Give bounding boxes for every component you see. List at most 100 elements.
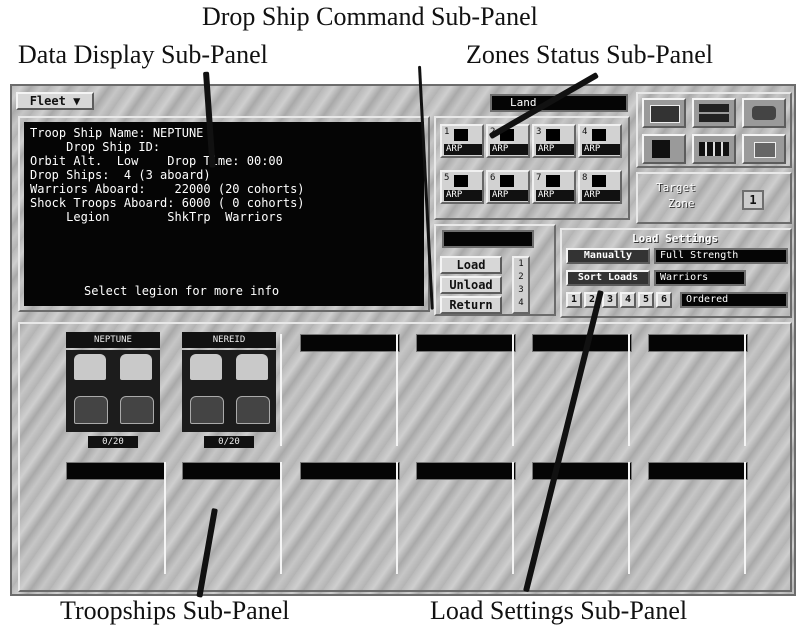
load-num-button-6[interactable]: 6 xyxy=(656,292,672,308)
target-label-line1: Target xyxy=(656,181,696,194)
troopship-slot-header[interactable] xyxy=(648,334,748,352)
settings-view-icon[interactable] xyxy=(742,134,786,164)
zone-num: 6 xyxy=(490,173,496,183)
zone-num: 1 xyxy=(444,127,450,137)
map-view-icon[interactable] xyxy=(642,98,686,128)
zone-num: 3 xyxy=(536,127,542,137)
load-num-button-4[interactable]: 4 xyxy=(620,292,636,308)
drop-ship-number[interactable]: 2 xyxy=(518,272,524,282)
zone-abbr: ARP xyxy=(490,144,528,155)
zone-num: 5 xyxy=(444,173,450,183)
load-num-button-3[interactable]: 3 xyxy=(602,292,618,308)
fleet-view-icon[interactable] xyxy=(692,98,736,128)
zone-num: 7 xyxy=(536,173,542,183)
slot-divider xyxy=(744,462,746,574)
slot-divider xyxy=(164,462,166,574)
troopship-slot-header[interactable] xyxy=(532,462,632,480)
fleet-menu-label: Fleet xyxy=(29,94,66,108)
troop-icon xyxy=(236,354,268,380)
dd-line-ship-name: Troop Ship Name: NEPTUNE xyxy=(30,126,204,140)
planet-view-icon[interactable] xyxy=(642,134,686,164)
caption-drop-ship-command: Drop Ship Command Sub-Panel xyxy=(202,2,538,31)
zone-status-icon xyxy=(592,175,606,187)
sort-setting-field[interactable]: Warriors xyxy=(654,270,746,286)
slot-divider xyxy=(628,462,630,574)
troopship-slot-header[interactable] xyxy=(416,334,516,352)
slot-divider xyxy=(396,334,398,446)
troopship-title: NEPTUNE xyxy=(66,332,160,348)
troopship-slot-header[interactable] xyxy=(182,462,282,480)
troopship-card[interactable]: NEREID 0/20 xyxy=(182,332,276,450)
caption-troopships: Troopships Sub-Panel xyxy=(60,596,290,625)
zone-abbr: ARP xyxy=(536,144,574,155)
manually-button[interactable]: Manually xyxy=(566,248,650,264)
zone-status-icon xyxy=(500,175,514,187)
troopships-panel: NEPTUNE 0/20 NEREID 0/20 xyxy=(18,322,792,592)
dd-line-drop-ship-id: Drop Ship ID: xyxy=(30,140,161,154)
zone-num: 4 xyxy=(582,127,588,137)
order-setting-field[interactable]: Ordered xyxy=(680,292,788,308)
troopship-title: NEREID xyxy=(182,332,276,348)
troop-icon xyxy=(190,354,222,380)
load-settings-panel: Load Settings Manually Full Strength Sor… xyxy=(560,228,792,318)
dd-line-drop-ships: Drop Ships: 4 (3 aboard) xyxy=(30,168,211,182)
drop-ship-icon xyxy=(120,396,154,424)
zone-abbr: ARP xyxy=(582,144,620,155)
game-screen: Fleet ▼ Land Troop Ship Name: NEPTUNE Dr… xyxy=(10,84,796,596)
load-num-button-5[interactable]: 5 xyxy=(638,292,654,308)
zone-abbr: ARP xyxy=(536,190,574,201)
troop-icon xyxy=(120,354,152,380)
dd-line-legion-header: Legion ShkTrp Warriors xyxy=(30,210,283,224)
sort-loads-button[interactable]: Sort Loads xyxy=(566,270,650,286)
slot-divider xyxy=(280,462,282,574)
troopship-slot-header[interactable] xyxy=(416,462,516,480)
load-num-button-1[interactable]: 1 xyxy=(566,292,582,308)
drop-ship-icon xyxy=(74,396,108,424)
troopship-slot-header[interactable] xyxy=(300,334,400,352)
target-zone-number: 1 xyxy=(749,193,757,207)
slot-divider xyxy=(744,334,746,446)
target-label-line2: Zone xyxy=(668,197,695,210)
zone-status-icon xyxy=(546,175,560,187)
order-setting-value: Ordered xyxy=(686,294,729,305)
troopship-footer: 0/20 xyxy=(204,436,254,448)
strength-setting-field[interactable]: Full Strength xyxy=(654,248,788,264)
troopship-slot-header[interactable] xyxy=(300,462,400,480)
menu-arrow-icon: ▼ xyxy=(73,94,81,108)
drop-ship-command-panel: Load Unload Return 1 2 3 4 xyxy=(434,224,556,316)
troopship-slot-header[interactable] xyxy=(66,462,166,480)
ship-view-icon[interactable] xyxy=(742,98,786,128)
dd-footer: Select legion for more info xyxy=(84,284,280,298)
top-indicator-label: Land xyxy=(510,96,537,109)
dd-line-warriors: Warriors Aboard: 22000 (20 cohorts) xyxy=(30,182,305,196)
troopship-card[interactable]: NEPTUNE 0/20 xyxy=(66,332,160,450)
grid-view-icon[interactable] xyxy=(692,134,736,164)
drop-ship-number[interactable]: 4 xyxy=(518,298,524,308)
zone-status-icon xyxy=(454,129,468,141)
return-button[interactable]: Return xyxy=(440,296,502,314)
dd-line-orbit: Orbit Alt. Low Drop Time: 00:00 xyxy=(30,154,283,168)
troopship-slot-header[interactable] xyxy=(648,462,748,480)
fleet-menu-button[interactable]: Fleet ▼ xyxy=(16,92,94,110)
zone-status-icon xyxy=(592,129,606,141)
drop-ship-number[interactable]: 3 xyxy=(518,285,524,295)
target-zone-value[interactable]: 1 xyxy=(742,190,764,210)
target-zone-panel: Target Zone 1 xyxy=(636,172,792,224)
drop-ship-number[interactable]: 1 xyxy=(518,259,524,269)
data-display-screen: Troop Ship Name: NEPTUNE Drop Ship ID: O… xyxy=(24,122,424,306)
caption-zones-status: Zones Status Sub-Panel xyxy=(466,40,713,69)
slot-divider xyxy=(512,462,514,574)
load-button[interactable]: Load xyxy=(440,256,502,274)
sort-setting-value: Warriors xyxy=(660,272,709,283)
icon-tool-panel xyxy=(636,92,792,168)
zone-num: 8 xyxy=(582,173,588,183)
unload-button[interactable]: Unload xyxy=(440,276,502,294)
